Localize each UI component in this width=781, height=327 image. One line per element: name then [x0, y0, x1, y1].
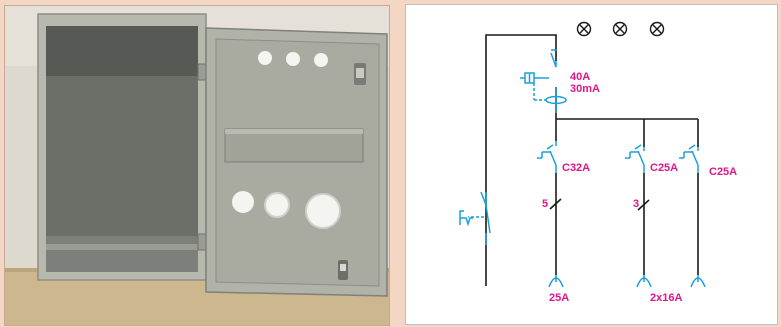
schematic: 40A 30mA C32A 5 25A [459, 21, 737, 304]
conductor-count-2: 3 [633, 198, 639, 210]
cabinet-photo [4, 5, 390, 326]
conductor-tick-1 [549, 198, 562, 210]
main-feed-wire [485, 34, 557, 286]
indicator-lamp-1 [576, 21, 592, 37]
output-label-1: 25A [549, 292, 569, 304]
conductor-count-1: 5 [542, 198, 548, 210]
breaker-label-1: C32A [562, 162, 590, 174]
breaker-symbol-3 [679, 144, 699, 173]
cabinet-illustration [5, 6, 389, 325]
rcd-rating: 40A [570, 71, 590, 83]
output-label-2: 2x16A [650, 292, 682, 304]
breaker-symbol-1 [537, 141, 557, 173]
rcd-sensitivity: 30mA [570, 83, 600, 95]
rcd-symbol [520, 49, 567, 113]
conductor-tick-2 [637, 199, 650, 211]
indicator-lamp-2 [612, 21, 628, 37]
single-line-diagram: 40A 30mA C32A 5 25A [405, 4, 778, 325]
breaker-symbol-2 [625, 144, 645, 173]
breaker-label-2: C25A [650, 162, 678, 174]
switch-symbol [459, 191, 491, 245]
breaker-label-3: C25A [709, 166, 737, 178]
indicator-lamp-3 [649, 21, 665, 37]
